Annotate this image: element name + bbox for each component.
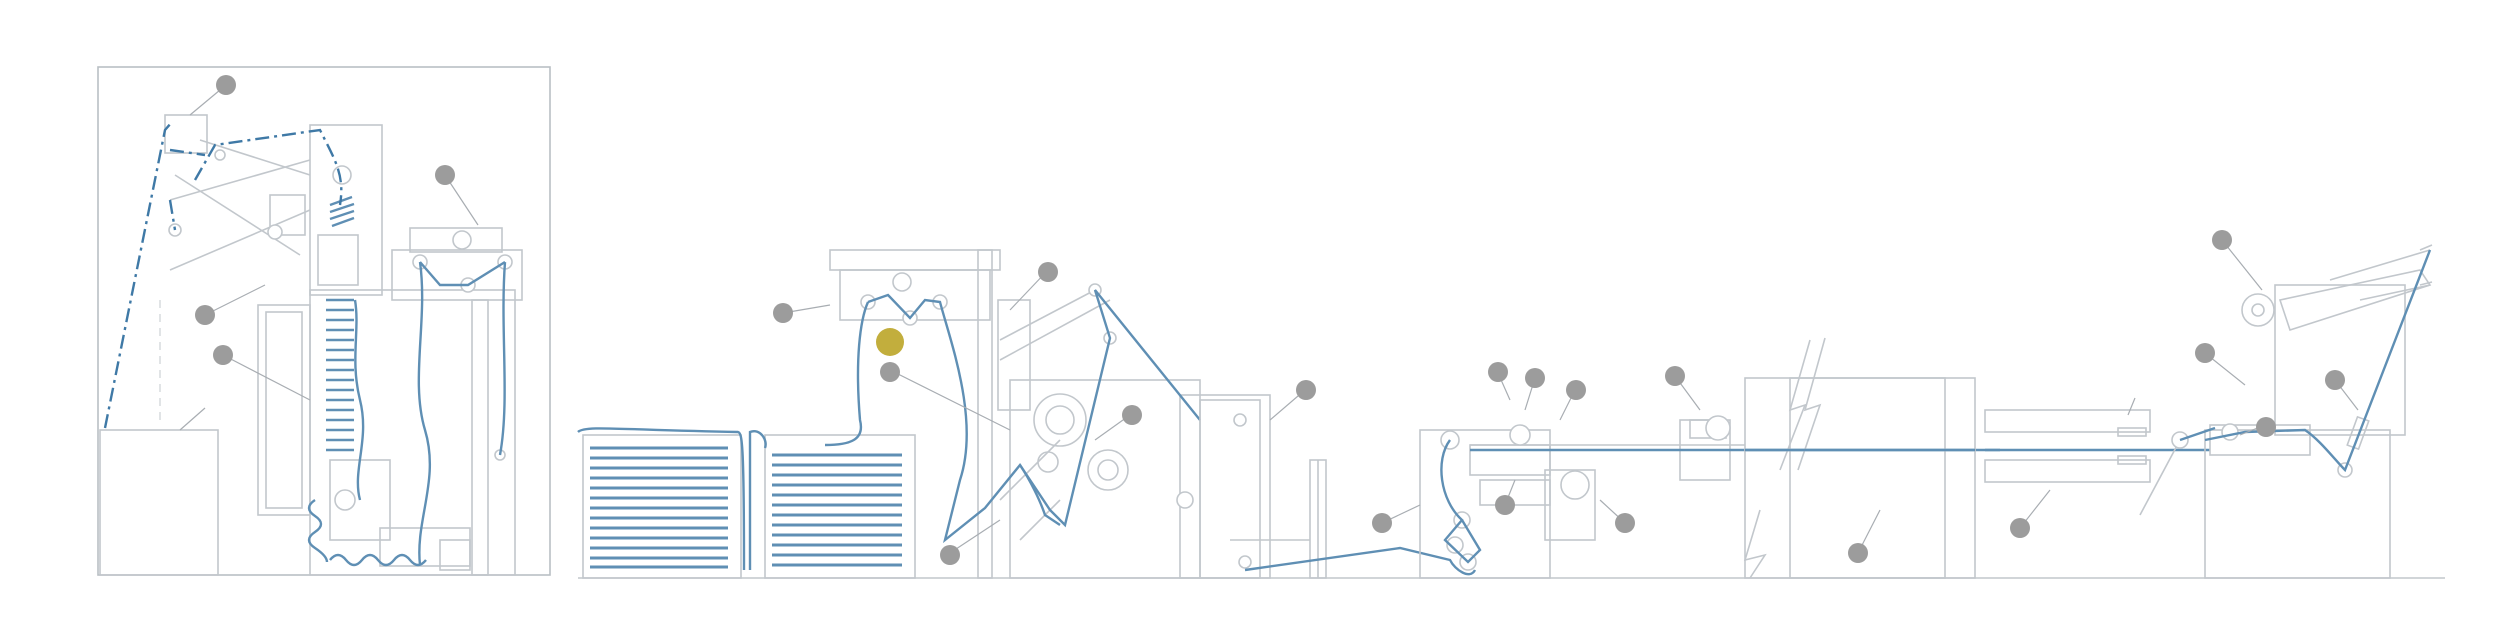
- inset-arm-block: [269, 194, 306, 236]
- callout-marker: [2212, 230, 2232, 250]
- unwind-lead-web: [2179, 426, 2216, 442]
- inset-festoon-web: [326, 298, 354, 452]
- inset-right-web: [417, 260, 507, 566]
- folder-roller: [892, 272, 912, 292]
- print-loop-web: [1440, 439, 1482, 564]
- inset-roller: [332, 165, 352, 185]
- callout-marker: [1488, 362, 1508, 382]
- outfeed-roller: [1238, 555, 1252, 569]
- cutter-side-frame: [1179, 394, 1271, 579]
- inset-tower: [309, 124, 383, 296]
- inset-tower-box: [317, 234, 359, 286]
- stacker-right-frame: [764, 434, 916, 579]
- folder-lift-web: [824, 301, 870, 447]
- inset-side-frame: [257, 304, 311, 516]
- callout-marker: [1296, 380, 1316, 400]
- printing-section: [1372, 362, 2000, 579]
- callout-marker: [1372, 513, 1392, 533]
- dryer-inner: [1789, 377, 1946, 579]
- inset-dashed-web: [103, 121, 343, 429]
- callout-marker: [1848, 543, 1868, 563]
- print-roller: [1509, 424, 1531, 446]
- stacker-left-frame: [582, 434, 742, 579]
- inset-right-post: [471, 299, 489, 576]
- callout-marker: [1038, 262, 1058, 282]
- callout-marker: [1495, 495, 1515, 515]
- callout-marker: [2010, 518, 2030, 538]
- outfeed-web: [1244, 546, 1477, 576]
- cutter-drum-hub: [1097, 459, 1119, 481]
- print-roller: [1446, 536, 1464, 554]
- stacker-section: [577, 427, 916, 579]
- coating-section: [1984, 397, 2210, 538]
- inset-roller: [452, 230, 472, 250]
- inset-roller: [214, 149, 226, 161]
- coater-lower-bar: [1984, 459, 2151, 483]
- unwind-section: [2139, 230, 2433, 579]
- unwind-arm: [2278, 269, 2432, 332]
- unwind-roller: [2221, 423, 2239, 441]
- callout-marker-highlighted: [876, 328, 904, 356]
- callout-marker: [1525, 368, 1545, 388]
- stacked-sheets-left: [590, 446, 728, 569]
- dryer-break-mark: [1743, 339, 1811, 579]
- outfeed-frame: [1199, 399, 1261, 579]
- callout-marker: [216, 75, 236, 95]
- print-unit-body: [1479, 479, 1551, 506]
- stacker-feed-web: [577, 427, 767, 571]
- cutter-roller: [1037, 451, 1059, 473]
- inset-right-unit-top: [409, 227, 503, 253]
- unwind-frame: [2274, 284, 2406, 436]
- print-roller: [1705, 415, 1731, 441]
- folder-side-box: [997, 299, 1031, 411]
- cutter-roller: [1176, 491, 1194, 509]
- callout-marker: [435, 165, 455, 185]
- coater-small-bar: [2117, 455, 2147, 465]
- stacked-sheets-right: [772, 453, 902, 567]
- inset-frame: [97, 66, 551, 576]
- folder-section: [773, 249, 1477, 579]
- callout-marker: [880, 362, 900, 382]
- callout-marker: [2256, 417, 2276, 437]
- callout-marker: [1122, 405, 1142, 425]
- inset-left-web: [353, 299, 365, 501]
- folder-fold-web: [1019, 464, 1061, 526]
- inset-side-frame-inner: [265, 311, 303, 509]
- inset-right-unit: [391, 249, 523, 301]
- print-unit-side: [1544, 469, 1596, 541]
- cutter-drum-hub: [1045, 405, 1075, 435]
- inset-bottom-spiral: [307, 499, 427, 567]
- unwind-roll-core: [2251, 303, 2265, 317]
- inset-roller: [334, 489, 356, 511]
- callout-marker: [1665, 366, 1685, 386]
- outfeed-roller: [1233, 413, 1247, 427]
- unwind-guide: [2346, 415, 2370, 451]
- callout-marker: [2195, 343, 2215, 363]
- callout-marker: [195, 305, 215, 325]
- coater-small-bar: [2117, 427, 2147, 437]
- unwind-base: [2204, 429, 2391, 579]
- inset-panel: [97, 66, 551, 576]
- callout-marker: [1615, 513, 1635, 533]
- callout-marker: [1566, 380, 1586, 400]
- dryer-section: [1743, 337, 1976, 579]
- callout-marker: [2325, 370, 2345, 390]
- callout-marker: [940, 545, 960, 565]
- inset-roller: [267, 224, 283, 240]
- inset-top-roller-box: [164, 114, 208, 154]
- inset-main-housing: [309, 289, 516, 576]
- print-unit-frame: [1419, 429, 1551, 579]
- inset-base-left: [99, 429, 219, 576]
- folder-top-beam: [829, 249, 1001, 271]
- callout-marker: [773, 303, 793, 323]
- print-roller: [1560, 470, 1590, 500]
- callout-marker: [213, 345, 233, 365]
- inset-drive-block: [439, 539, 471, 571]
- unwind-web: [2204, 249, 2432, 473]
- coater-upper-bar: [1984, 409, 2151, 433]
- inset-upper-coil: [329, 195, 355, 228]
